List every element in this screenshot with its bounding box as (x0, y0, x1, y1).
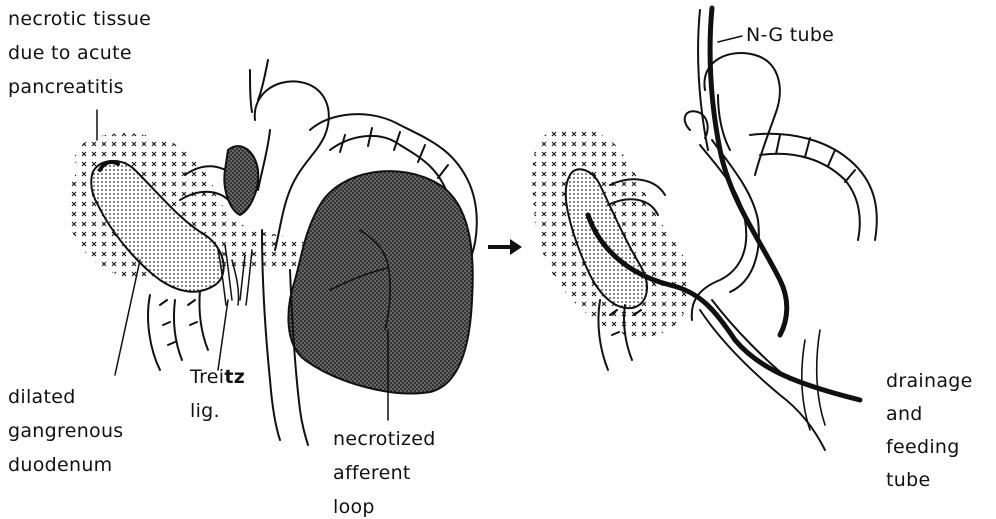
label-necrotized-line3: loop (333, 494, 375, 519)
label-necrotic-tissue-line3: pancreatitis (8, 74, 124, 100)
label-drainage-line2: and (886, 401, 923, 427)
label-necrotic-tissue-line1: necrotic tissue (8, 6, 151, 32)
ng-leader-line (718, 36, 742, 42)
treitz-leader-line (218, 300, 228, 370)
label-treitz-part2: tz (224, 366, 245, 388)
label-ng-tube: N-G tube (746, 22, 834, 48)
label-necrotized-line2: afferent (333, 460, 411, 486)
left-diagram (68, 60, 477, 445)
label-treitz-line2: lig. (190, 398, 220, 424)
label-drainage-line1: drainage (886, 368, 973, 394)
label-drainage-line3: feeding (886, 434, 960, 460)
right-diagram (532, 8, 876, 450)
necrotized-afferent-loop (288, 171, 472, 393)
right-colon (750, 134, 877, 240)
label-dilated-line3: duodenum (8, 452, 112, 478)
label-drainage-line4: tube (886, 467, 930, 493)
label-dilated-line2: gangrenous (8, 418, 124, 444)
label-necrotic-tissue-line2: due to acute (8, 40, 132, 66)
label-necrotized-line1: necrotized (333, 426, 436, 452)
upper-necrotic-patch (224, 146, 258, 215)
label-treitz: Treitz (190, 364, 245, 390)
label-treitz-part1: Trei (190, 366, 224, 388)
label-dilated-line1: dilated (8, 384, 76, 410)
right-arrow-icon (488, 239, 522, 255)
